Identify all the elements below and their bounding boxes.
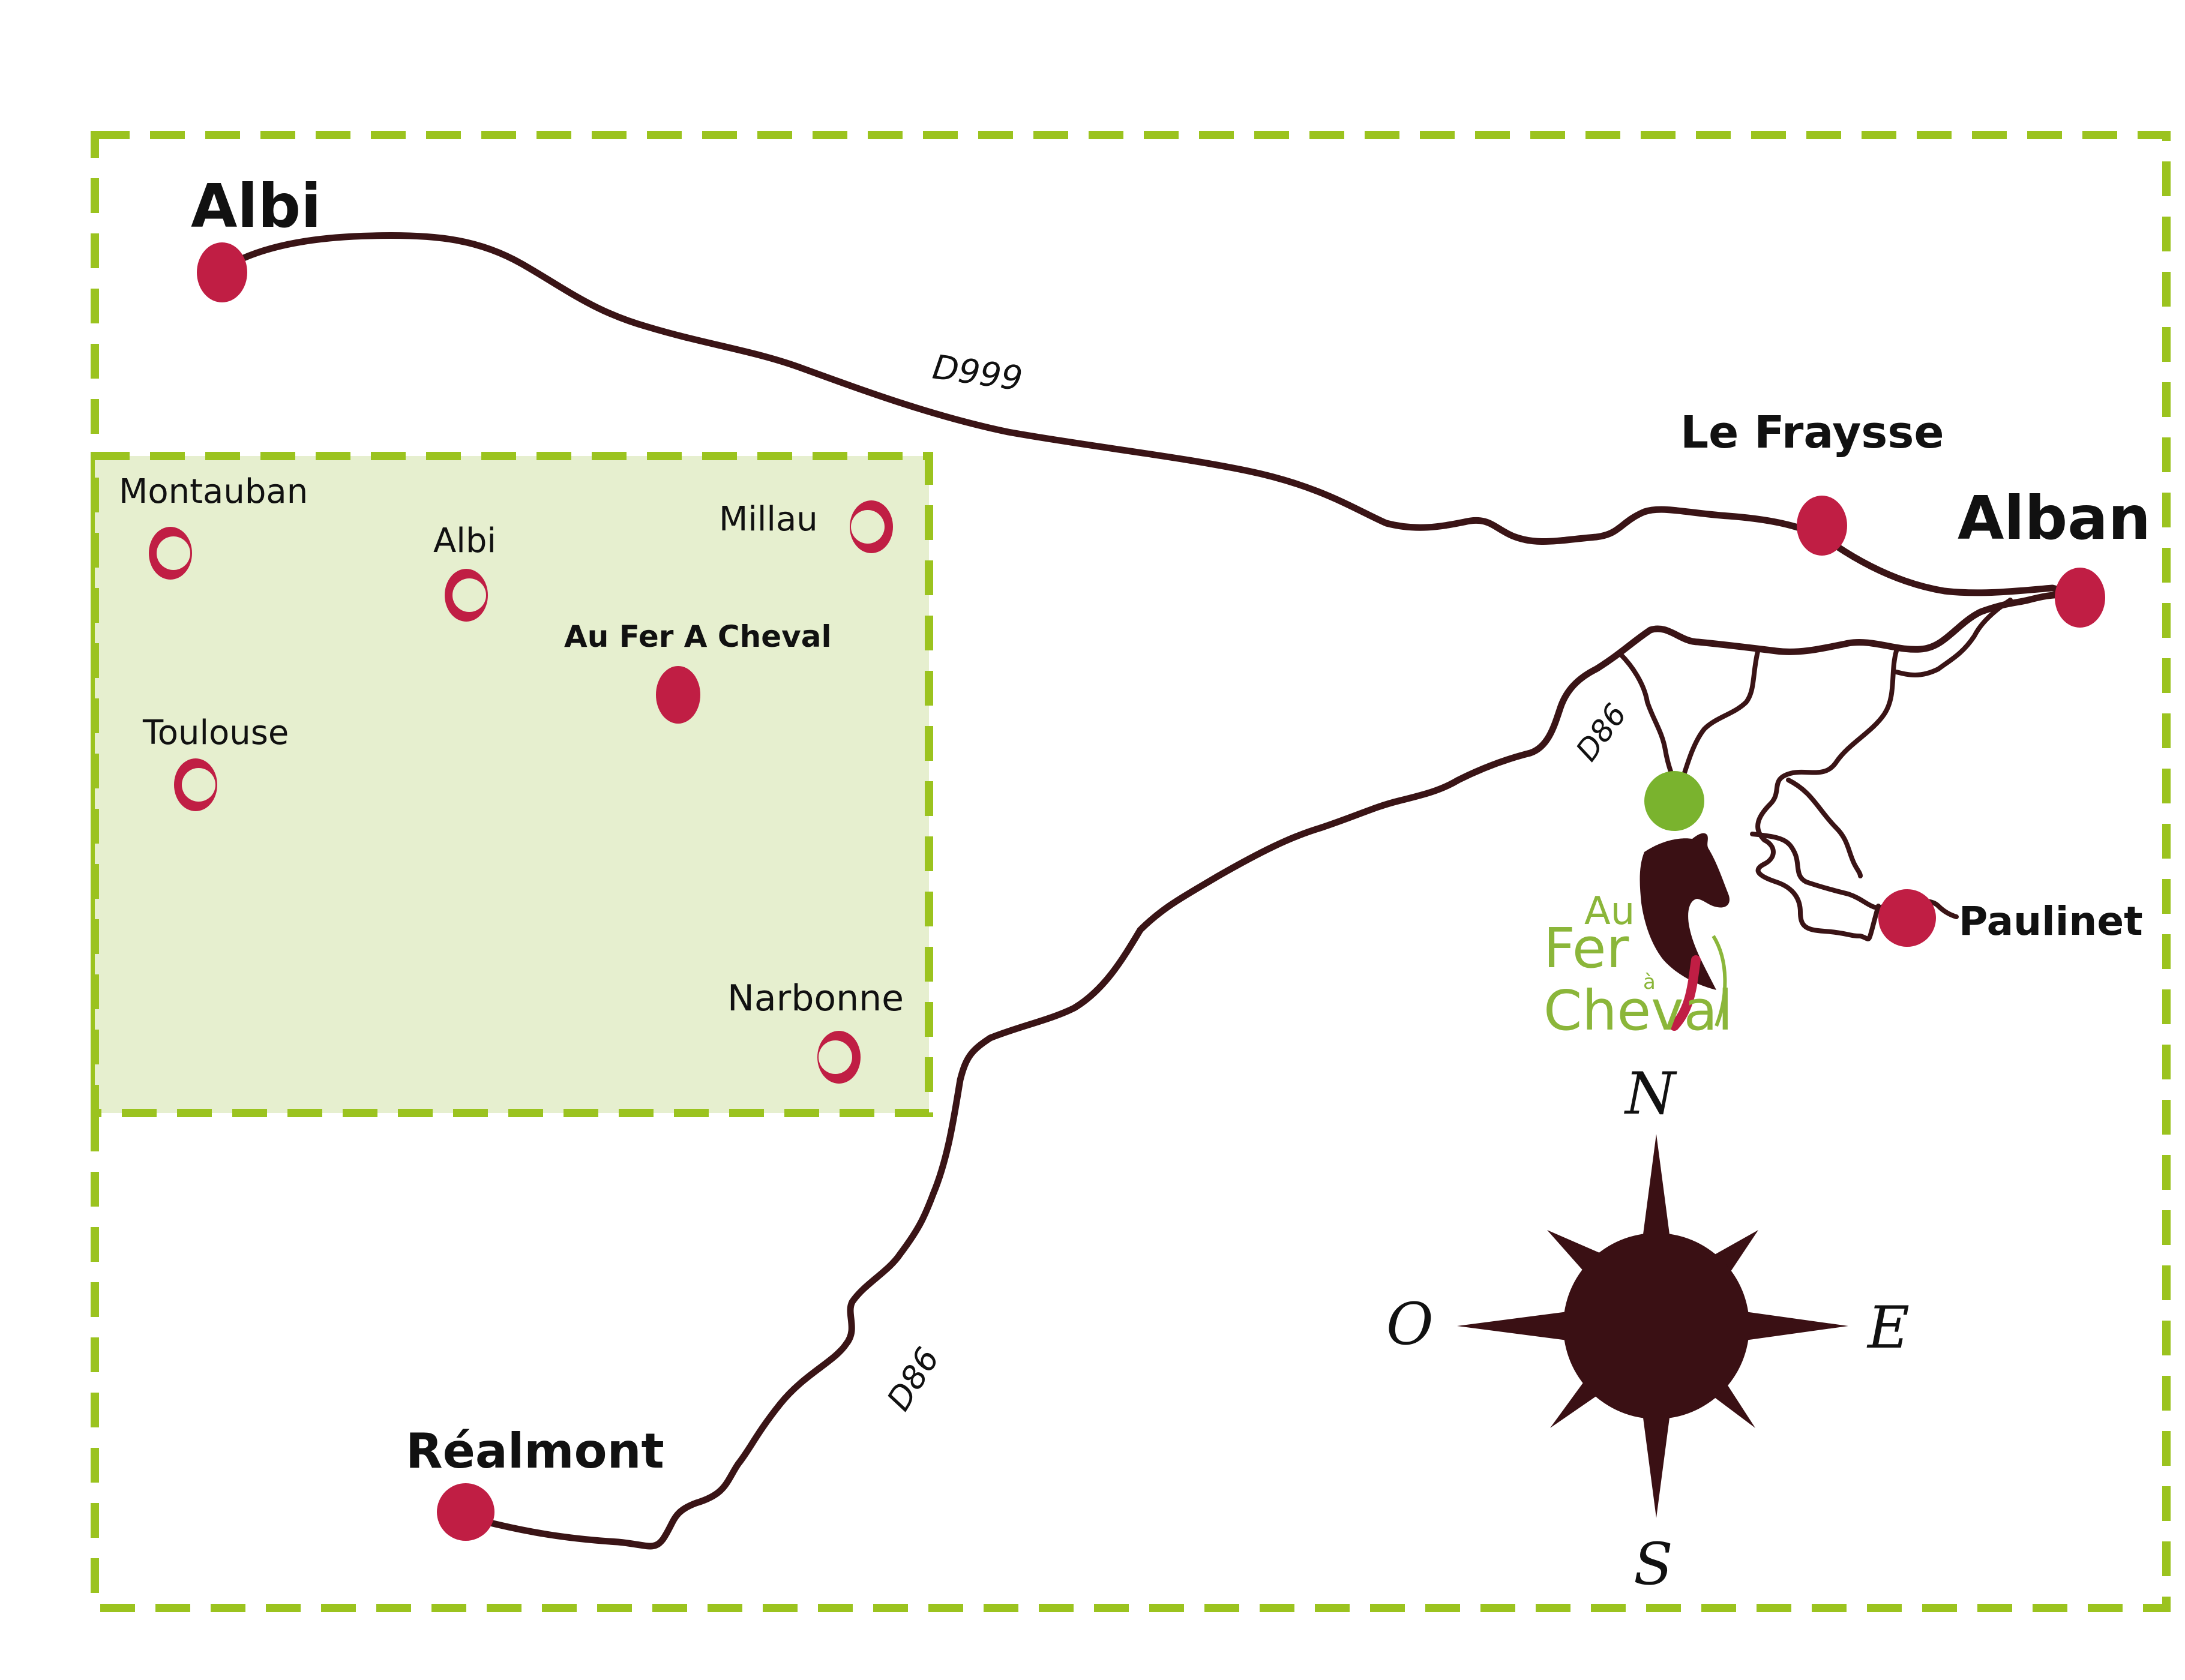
inset-marker-narbonne [817, 1031, 861, 1084]
road-d86 [467, 592, 2068, 1550]
label-le-fraysse: Le Fraysse [1680, 407, 1944, 458]
marker-albi [197, 242, 247, 302]
inset-label-albi: Albi [433, 521, 496, 560]
logo-fer: Fer [1543, 916, 1629, 980]
marker-realmont [437, 1483, 494, 1541]
logo-au-fer-a-cheval: Au Fer à Cheval [1543, 833, 1733, 1043]
inset-label-montauban: Montauban [119, 472, 308, 511]
compass-point-northwest [1547, 1230, 1602, 1272]
compass-center [1563, 1233, 1749, 1419]
inset-label-au-fer-a-cheval: Au Fer A Cheval [564, 619, 832, 654]
road-branch-paulinet [1755, 649, 1899, 941]
road-label-d86-north: D86 [1569, 697, 1633, 767]
road-label-d999: D999 [930, 347, 1025, 398]
label-paulinet: Paulinet [1959, 898, 2143, 944]
road-branch-east [1678, 647, 1761, 788]
logo-au: Au [1584, 889, 1635, 934]
inset-map: Montauban Albi Millau Au Fer A Cheval To… [91, 452, 933, 1117]
road-label-d86-south: D86 [880, 1341, 947, 1417]
compass-south: S [1633, 1531, 1673, 1598]
inset-label-millau: Millau [719, 500, 818, 539]
road-to-paulinet [1750, 832, 1959, 919]
road-branch-alban [1894, 598, 2013, 677]
compass-point-west [1457, 1311, 1572, 1341]
inset-marker-montauban [149, 527, 192, 580]
compass-point-south [1641, 1404, 1671, 1518]
inset-marker-albi [445, 569, 488, 622]
inset-label-narbonne: Narbonne [727, 977, 904, 1019]
horse-head-icon [1640, 833, 1730, 990]
label-alban: Alban [1958, 483, 2151, 553]
inset-background [91, 452, 933, 1117]
label-realmont: Réalmont [406, 1423, 664, 1479]
label-albi: Albi [191, 171, 322, 241]
marker-le-fraysse [1797, 496, 1847, 556]
road-spur-paulinet [1786, 778, 1863, 878]
compass-west: O [1386, 1291, 1434, 1358]
compass-rose-icon [1457, 1134, 1848, 1518]
marker-paulinet [1878, 889, 1936, 947]
compass-east: E [1866, 1294, 1910, 1361]
horseshoe-icon [1670, 955, 1701, 1031]
inset-marker-au-fer-a-cheval [656, 666, 700, 724]
compass-north: N [1624, 1060, 1677, 1127]
inset-label-toulouse: Toulouse [142, 713, 289, 752]
logo-a: à [1643, 970, 1656, 994]
logo-cheval: Cheval [1543, 979, 1733, 1043]
compass-point-north [1641, 1134, 1671, 1248]
logo-swoosh [1712, 935, 1727, 1027]
marker-destination [1644, 771, 1704, 831]
inset-marker-millau [850, 500, 893, 553]
compass-point-east [1740, 1311, 1848, 1341]
marker-alban [2055, 568, 2105, 628]
inset-marker-toulouse [174, 758, 217, 811]
